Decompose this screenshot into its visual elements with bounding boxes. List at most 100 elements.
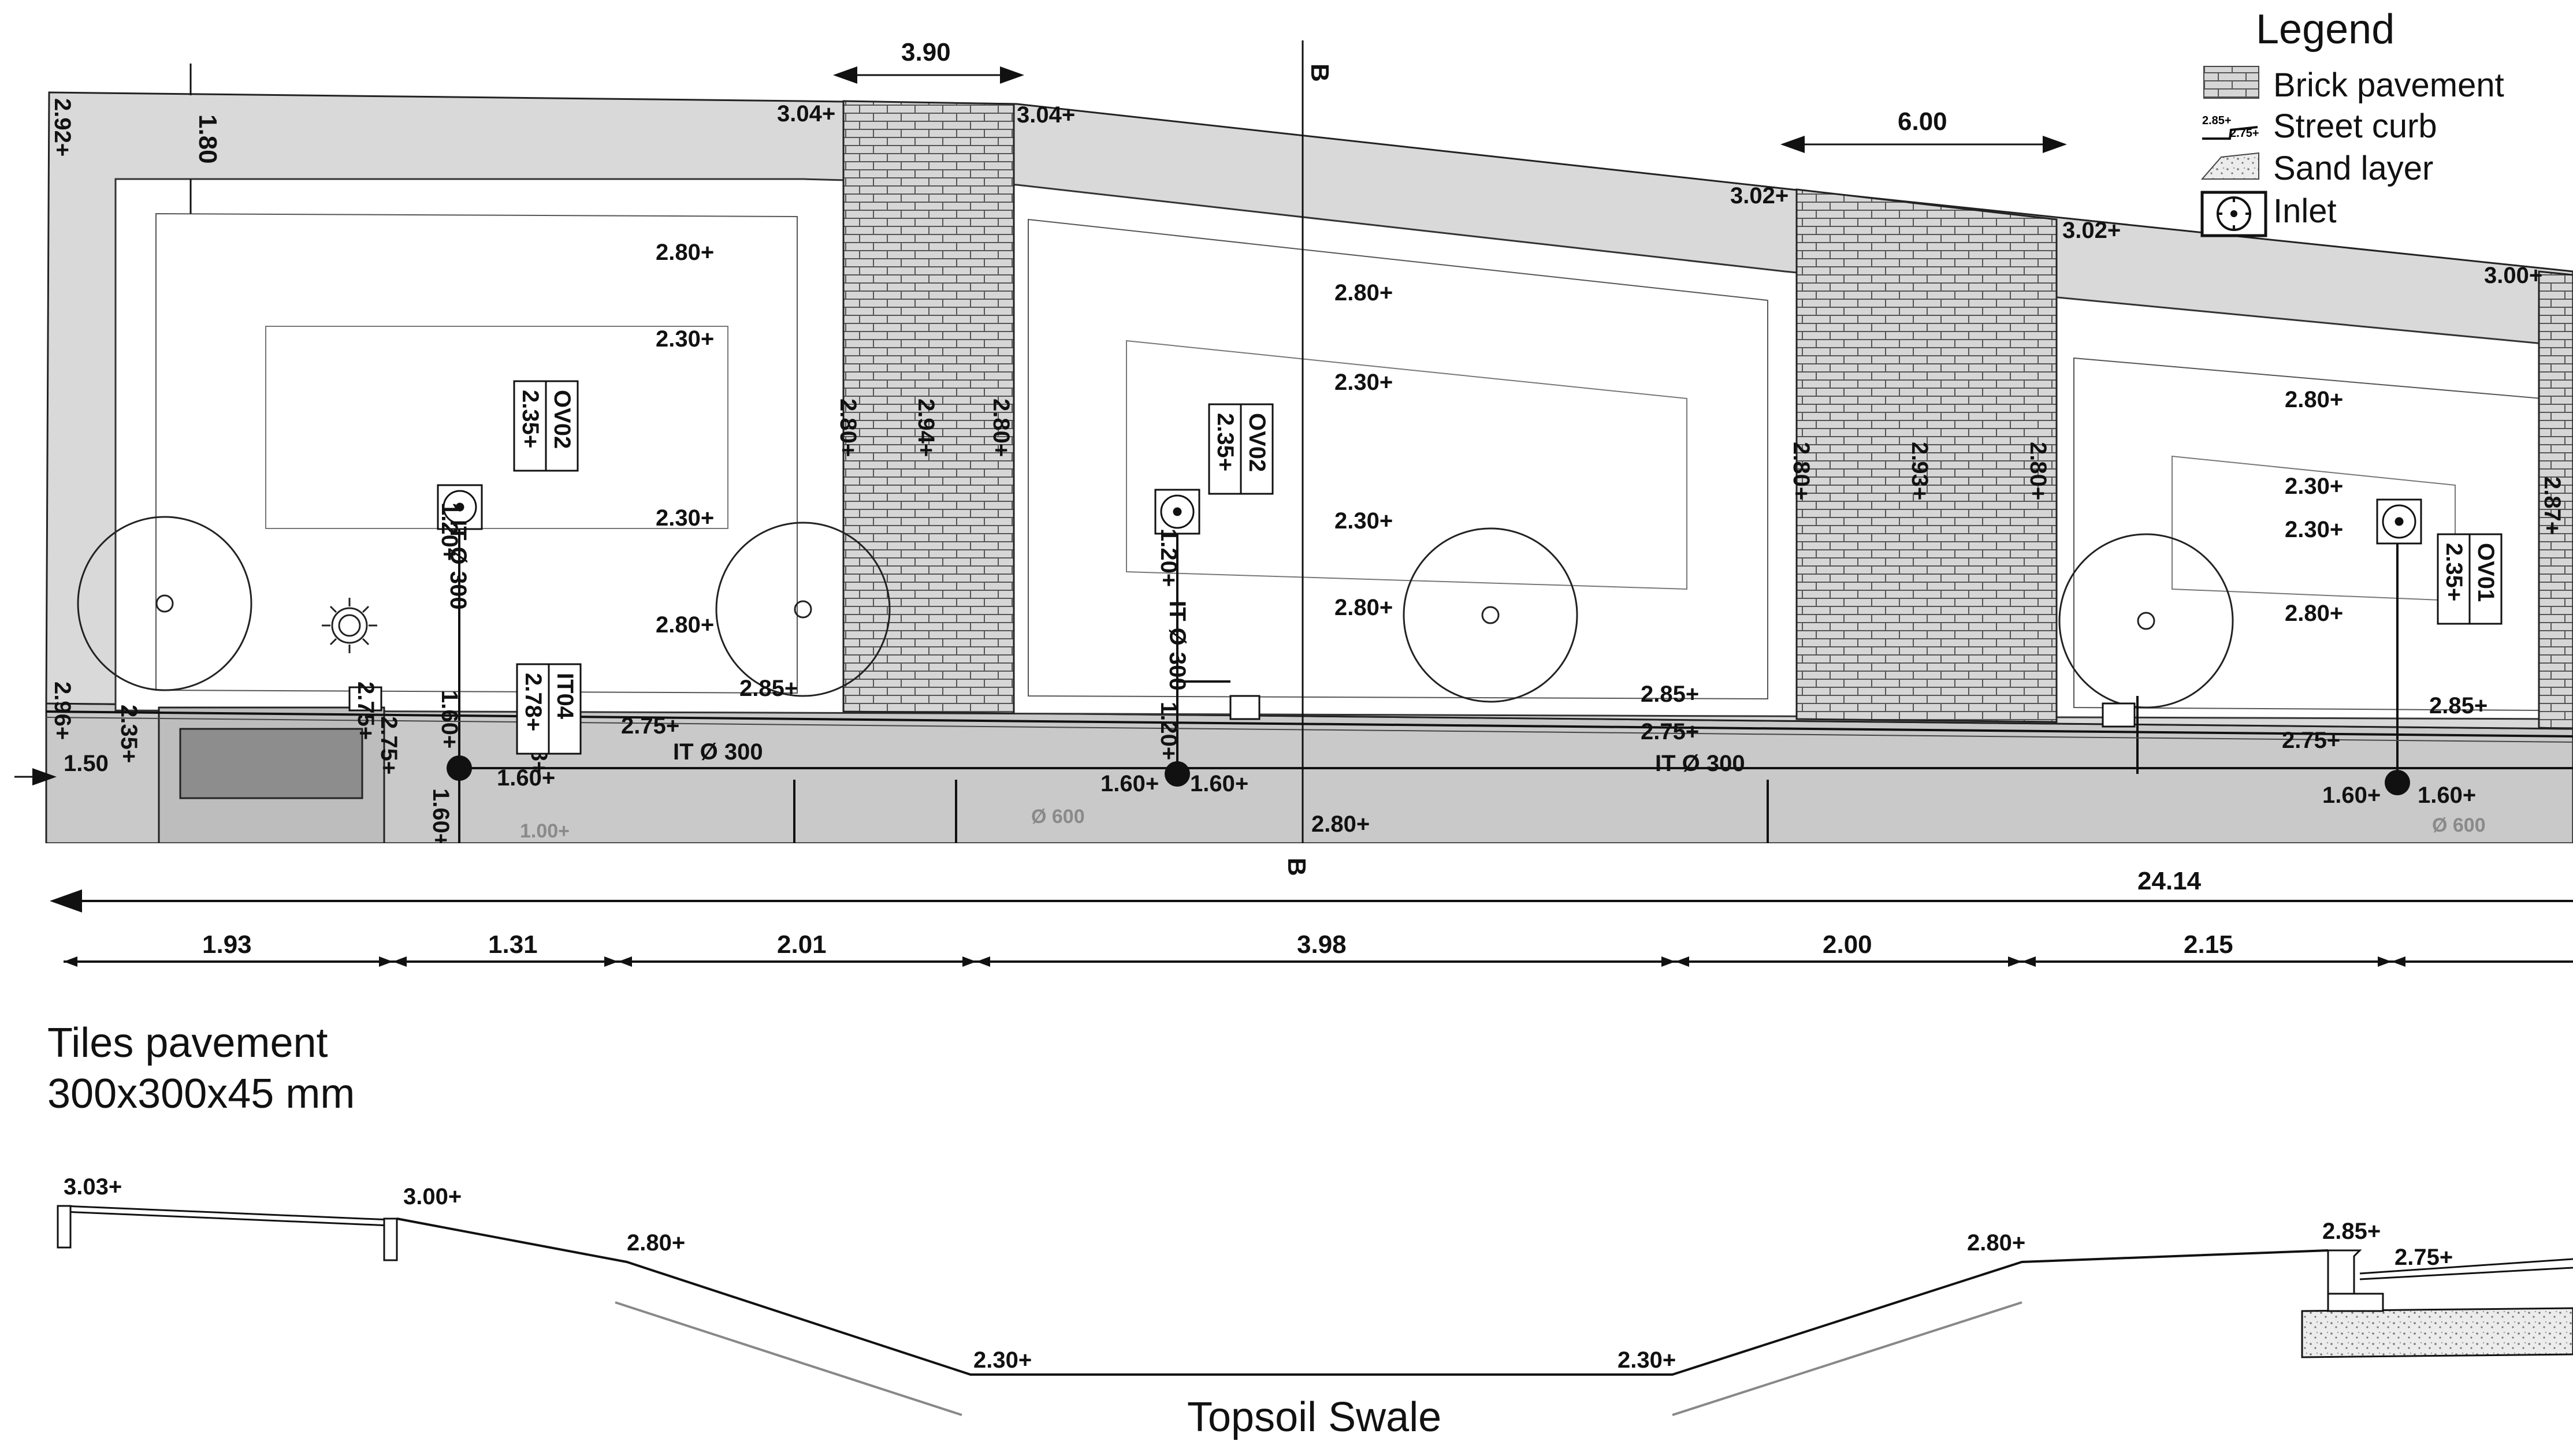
- svg-text:OV02: OV02: [549, 390, 575, 449]
- brick-swatch: [2203, 66, 2259, 99]
- segment-dimension: 3.98: [1297, 930, 1347, 959]
- segment-dimension: 2.15: [2184, 930, 2233, 959]
- curb-swatch: [2202, 126, 2258, 140]
- segment-dimension: 1.93: [202, 930, 252, 959]
- elev-label: 2.85+: [2429, 693, 2488, 718]
- section-view: Tiles pavement 300x300x45 mm 3.03+ 3.00+…: [47, 1020, 2573, 1440]
- segment-dimension: 2.00: [1823, 930, 1872, 959]
- legend-label: Brick pavement: [2273, 66, 2504, 104]
- section-elev: 2.85+: [2322, 1219, 2381, 1244]
- elev-label: 2.30+: [2285, 474, 2343, 499]
- segment-ticks: [64, 956, 2405, 967]
- elev-corner: 3.02+: [1730, 183, 1789, 208]
- curb-section: [2327, 1249, 2362, 1295]
- elev-label: 2.80+: [2285, 387, 2343, 412]
- legend-label: Sand layer: [2273, 150, 2433, 187]
- lot-inner-line-2: [1028, 218, 1768, 700]
- elev-label: 2.30+: [656, 326, 714, 352]
- light-fixture-icon: [322, 598, 377, 653]
- tree-2: [715, 522, 891, 697]
- elev-label: 2.94+: [913, 399, 939, 457]
- tiles-note-line1: Tiles pavement: [47, 1020, 328, 1066]
- elev-pipe: 1.20+: [1156, 702, 1181, 760]
- section-elev: 2.80+: [627, 1230, 685, 1256]
- elev-corner: 3.02+: [2062, 218, 2121, 243]
- curb-line: [46, 710, 2573, 738]
- elev-label: 2.80+: [1334, 595, 1393, 620]
- legend-item-sand: Sand layer: [2200, 150, 2433, 187]
- elev-pipe: 1.60+: [1100, 771, 1159, 796]
- elev-pipe: 1.60+: [497, 765, 555, 791]
- elev-corner: 3.04+: [777, 101, 835, 126]
- legend-title: Legend: [2256, 6, 2394, 53]
- segment-dimension: 2.01: [777, 930, 827, 959]
- main-pipe-label: Ø 600: [1031, 806, 1085, 828]
- pipe-label: IT Ø 300: [673, 739, 763, 765]
- elev-label: 2.75+: [376, 716, 401, 774]
- inlet-icon: [2376, 498, 2422, 545]
- elev-label: 2.30+: [1334, 508, 1393, 534]
- legend-item-curb: 2.85+ 2.75+ Street curb: [2202, 107, 2437, 145]
- tree-3: [1403, 527, 1578, 703]
- elev-label: 2.30+: [1334, 370, 1393, 395]
- road-surface: [2359, 1258, 2573, 1280]
- inlet-icon: [1154, 489, 1200, 535]
- section-marker-top: B: [1306, 64, 1334, 82]
- swale-slope-hatch-left: [615, 1301, 962, 1416]
- section-elev: 3.03+: [64, 1174, 122, 1200]
- swale-bottom-1: [265, 326, 728, 529]
- legend-item-brick: Brick pavement: [2203, 66, 2504, 104]
- elev-corner: 3.04+: [1017, 102, 1075, 128]
- catch-boxes: [348, 686, 2136, 728]
- ground-profile: [396, 1217, 2329, 1376]
- elev-label: 2.80+: [2285, 601, 2343, 626]
- dim-strip-width: 6.00: [1898, 107, 1947, 136]
- elev-label: 2.75+: [353, 682, 378, 740]
- manholes: [447, 755, 2410, 795]
- elev-label: 2.75+: [2282, 728, 2340, 753]
- elev-label: 2.80+: [656, 240, 714, 265]
- elev-label: 2.85+: [1641, 682, 1699, 707]
- elev-label: 2.80+: [1789, 442, 1814, 500]
- legend-label: Street curb: [2273, 107, 2437, 145]
- dim-brick-width: 3.90: [901, 38, 951, 66]
- elev-label: 2.80+: [2025, 442, 2051, 500]
- legend-item-inlet: Inlet: [2200, 191, 2337, 237]
- elev-label: 2.75+: [621, 713, 679, 739]
- curb-sample-label: 2.75+: [2230, 127, 2259, 140]
- elev-corner: 3.00+: [2484, 263, 2542, 288]
- brick-strip-2: [1795, 188, 2058, 723]
- elev-label: 2.30+: [2285, 517, 2343, 542]
- pipe-lines: [458, 497, 2573, 843]
- sand-swatch: [2200, 152, 2259, 180]
- tag-ov02-a: OV02 2.35+: [513, 380, 579, 472]
- section-elev: 3.00+: [403, 1184, 462, 1209]
- section-elev: 2.30+: [1618, 1347, 1676, 1373]
- elev-label: 2.80+: [835, 399, 861, 457]
- elev-label: 2.80+: [1311, 811, 1370, 837]
- topsoil-swale-label: Topsoil Swale: [1187, 1394, 1441, 1440]
- elev-label: 2.93+: [1907, 442, 1932, 500]
- curb-foot: [2327, 1293, 2384, 1312]
- tag-ov01: OV01 2.35+: [2437, 533, 2503, 625]
- tree-1: [77, 516, 252, 691]
- elev-label: 2.35+: [116, 705, 142, 763]
- segment-dimension: 1.31: [488, 930, 538, 959]
- elev-label: 2.80+: [988, 399, 1014, 457]
- svg-text:2.35+: 2.35+: [1213, 413, 1238, 471]
- elev-pipe: 1.60+: [437, 690, 462, 749]
- brick-strip-1: [842, 100, 1015, 714]
- swale-bottom-2: [1126, 340, 1687, 590]
- inlet-icon: [2200, 191, 2267, 237]
- elev-pipe: 1.60+: [2418, 783, 2476, 808]
- section-elev: 2.30+: [973, 1347, 1032, 1373]
- elev-label: 2.96+: [50, 682, 75, 740]
- total-dimension: 24.14: [2137, 867, 2202, 895]
- elev-label: 2.80+: [656, 612, 714, 638]
- curb-sample-label: 2.85+: [2202, 114, 2232, 127]
- inlet-icon: [437, 484, 483, 530]
- kiosk-inner: [179, 728, 363, 799]
- elev-label: 1.50: [64, 751, 109, 776]
- elev-label: 2.87+: [2539, 476, 2565, 535]
- svg-text:OV01: OV01: [2473, 543, 2498, 602]
